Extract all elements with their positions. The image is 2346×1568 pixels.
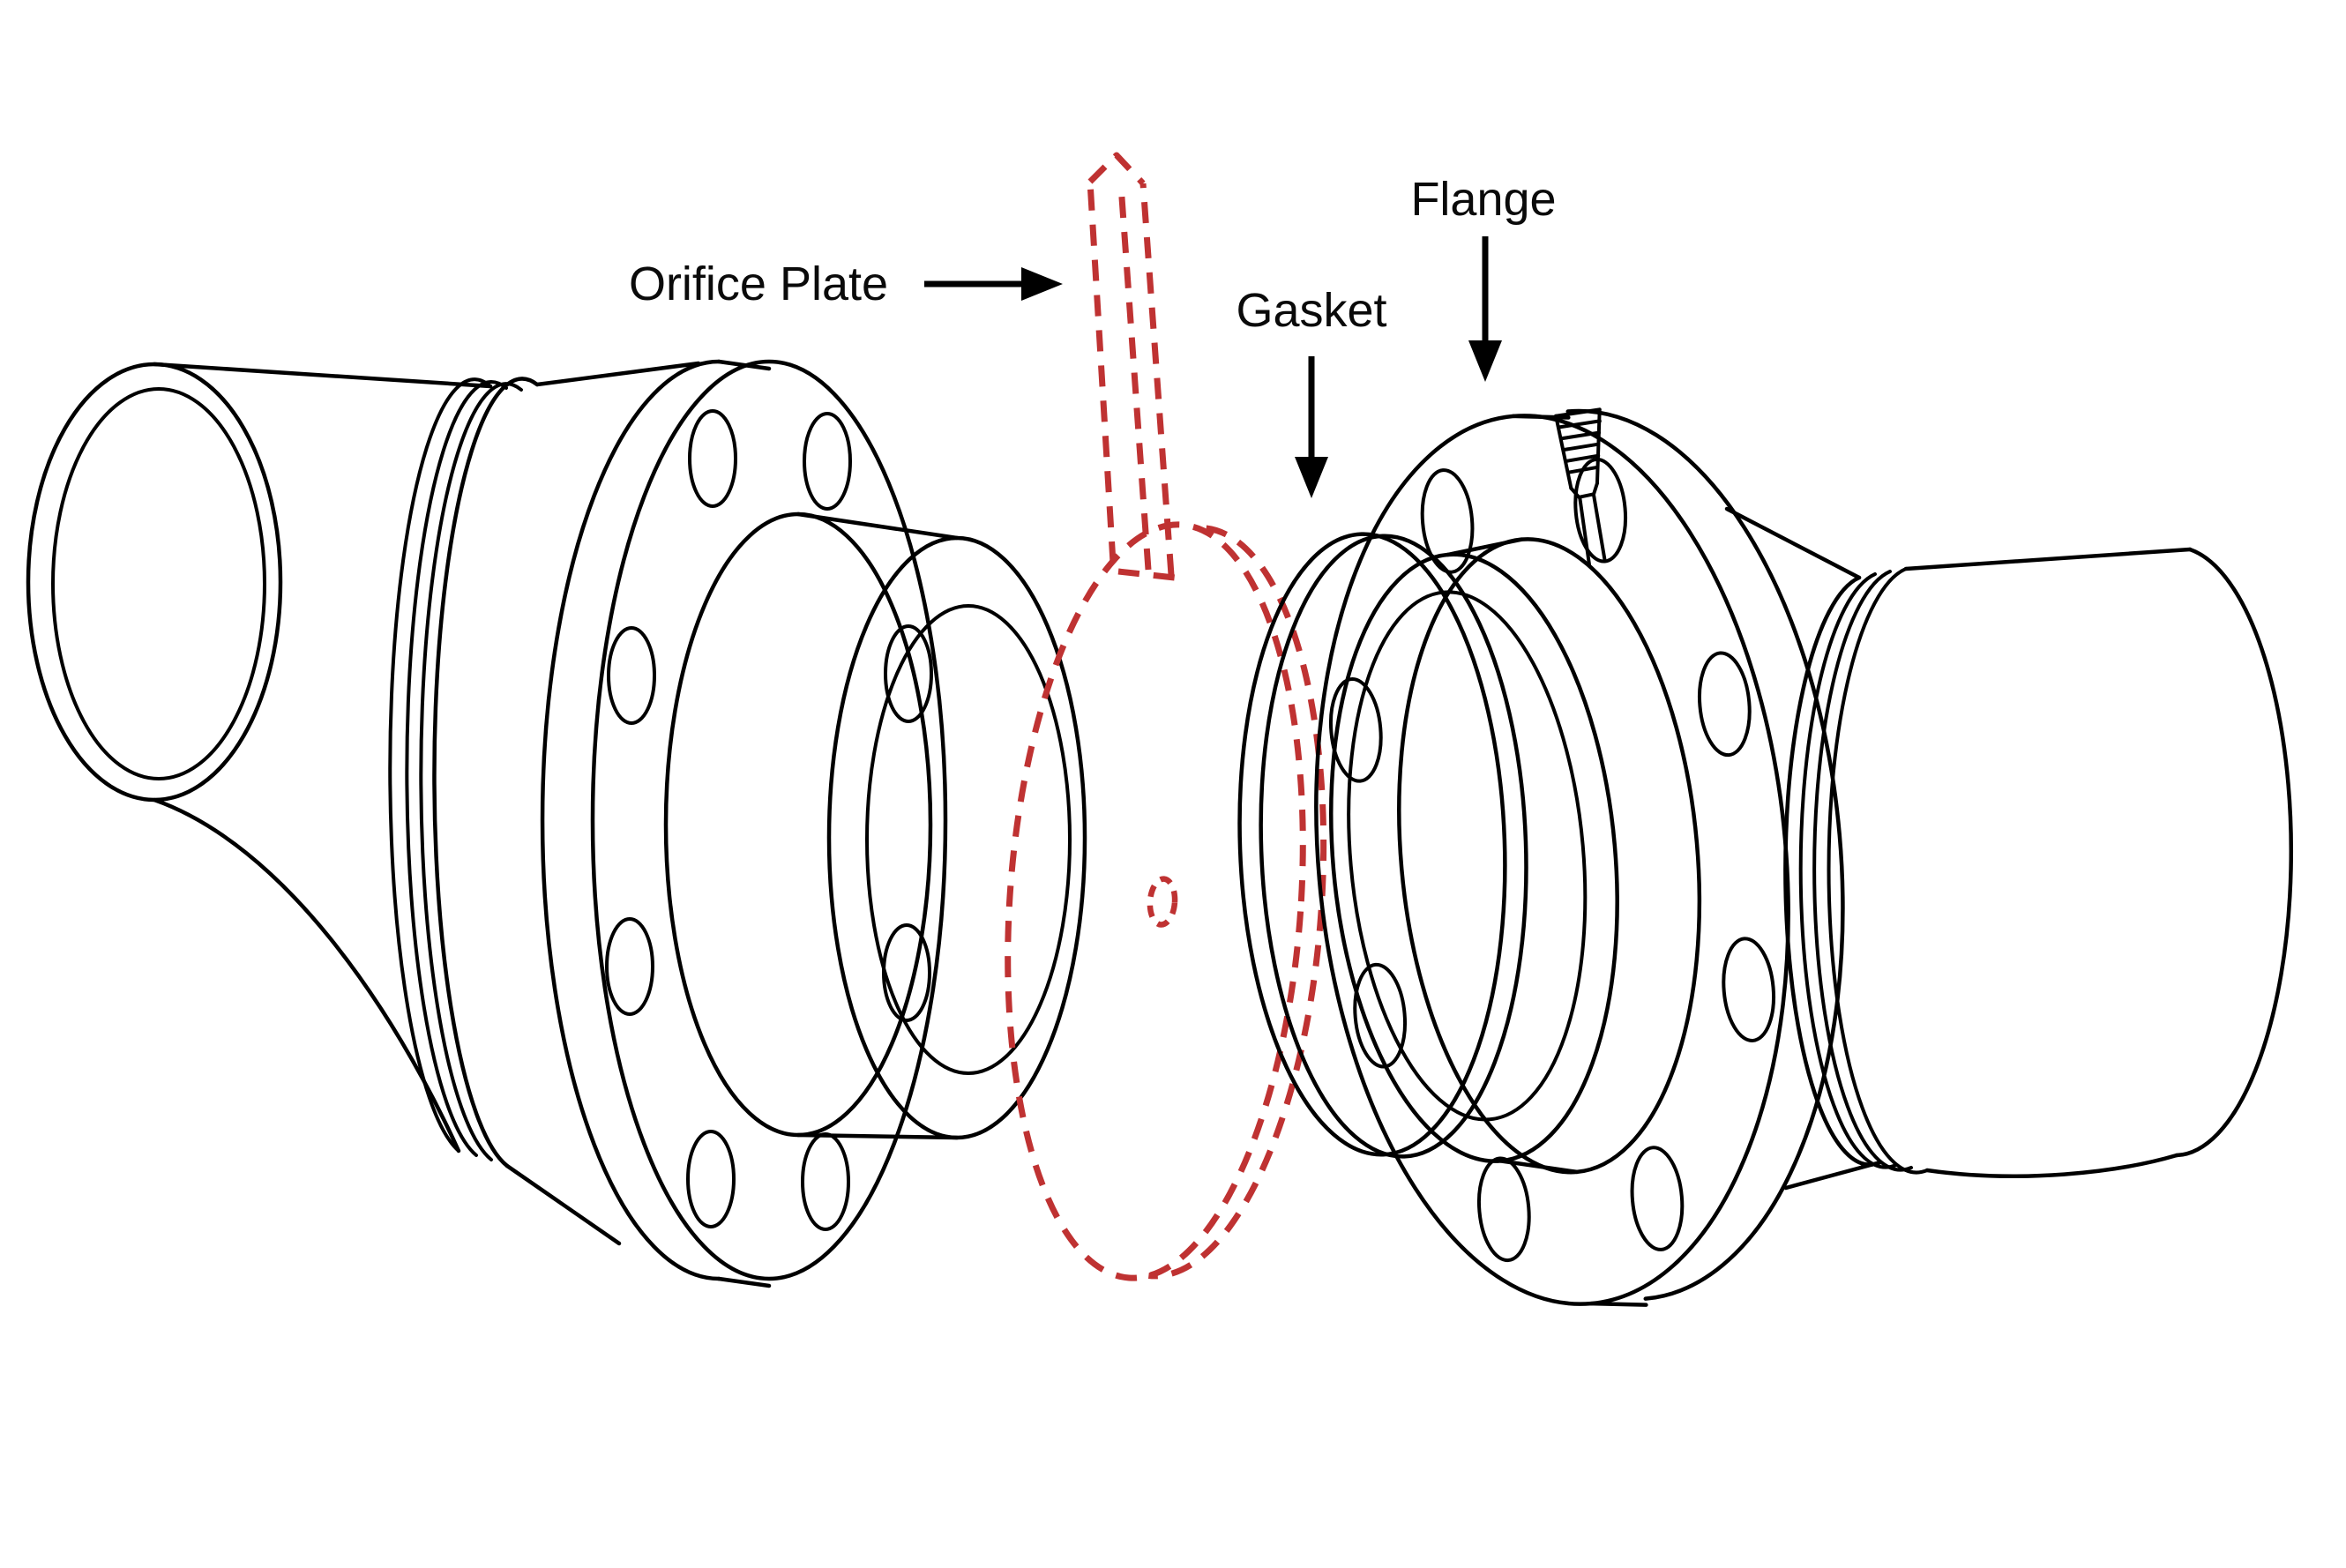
tap-neck [1569,481,1599,499]
downstream-pipe [1724,506,2294,1191]
handle-plate-seam [1117,568,1176,581]
annotations: Orifice Plate Gasket Flange [629,173,1557,498]
flange-right-top-chamfer [1511,414,1571,420]
gasket-back-edge [1259,534,1528,1159]
upstream-pipe [26,361,701,1246]
tap-thread [1565,465,1600,474]
bolt-hole [1420,468,1475,574]
flange-right-bottom-edge [1588,1301,1648,1307]
hub-cone-bottom [504,1163,622,1246]
raised-face-base [663,511,933,1138]
pipe-left-top-edge [152,362,493,389]
tap-stem-left [1578,497,1591,567]
orifice-plate-label: Orifice Plate [629,258,888,310]
orifice-plate-arrow [924,267,1063,301]
flange-right-back-rim [1565,408,1845,1301]
bolt-hole [801,1132,850,1231]
tap-thread [1561,442,1601,452]
pipe-right-bottom-edge [1924,1153,2179,1178]
bolt-hole [686,1130,736,1228]
collar-ring [1827,567,1929,1175]
tap-body-top [1554,407,1602,418]
tap-thread [1559,430,1601,441]
collar-ring [419,382,523,1161]
tap-thread [1557,419,1602,429]
collar-ring [1812,570,1913,1172]
hub-cone-bottom [1783,1160,1883,1191]
orifice-plate-face [1005,521,1306,1281]
collar-ring [1783,575,1883,1167]
orifice-plate-thickness-edge [1147,525,1327,1280]
arrow-right-icon [1021,267,1063,301]
collar-ring [388,377,492,1153]
handle-right-edge [1117,184,1152,571]
handle-left-edge [1087,181,1117,564]
flange-label: Flange [1410,173,1556,226]
flange-left-back-rim [540,359,721,1281]
gasket-arrow [1295,356,1328,498]
bolt-hole [605,917,654,1016]
bolt-hole [1328,677,1383,783]
hub-cone-top [534,361,701,387]
flange-arrow [1468,236,1502,382]
raised-face-top-edge [796,511,960,541]
hub-cone-top [1724,506,1862,580]
flange-left-front-face [590,359,948,1281]
orifice-plate [1005,152,1327,1281]
pipe-left-open-end [26,362,283,803]
pipe-left-bottom-edge [152,797,461,1154]
tap-thread [1564,453,1601,463]
pipe-bore-edge [865,604,1072,1075]
gasket-front-edge [1237,532,1507,1157]
bolt-hole [1722,937,1776,1042]
handle-top-cap [1087,152,1146,186]
collar-ring [1798,572,1898,1169]
flange-right-bolt-holes [1328,457,1776,1263]
pipe-right-top-edge [1903,547,2193,571]
bolt-hole [1697,651,1752,758]
upstream-flange [540,359,1087,1288]
bolt-hole [1476,1156,1531,1263]
flange-left-top-chamfer [716,359,772,371]
arrow-down-icon [1468,340,1502,382]
bolt-hole [1630,1146,1685,1251]
pipe-left-bore [51,387,266,780]
arrow-down-icon [1295,457,1328,498]
orifice-bore [1147,876,1178,928]
gasket [1237,532,1528,1159]
raised-face-front [1329,552,1619,1163]
bolt-hole [607,626,656,725]
bolt-hole [803,412,852,511]
pressure-tap-fitting [1554,407,1607,567]
collar-ring [432,377,540,1169]
bolt-hole [884,624,933,723]
pipe-bore-edge [1347,590,1588,1122]
raised-face-top-edge [1446,537,1524,557]
handle-right-thickness-edge [1139,183,1175,576]
flange-right-raised-face [1329,537,1702,1175]
flange-left-bolt-holes [605,409,933,1231]
orifice-plate-handle [1087,152,1176,581]
downstream-flange [1314,407,1845,1307]
pipe-right-open-end [2174,547,2294,1158]
raised-face-bottom-edge [1498,1159,1580,1175]
raised-face-bottom-edge [796,1132,960,1140]
flange-left-raised-face [663,511,1087,1140]
collar-ring [405,380,508,1157]
bolt-hole [688,409,737,508]
tap-stem-right [1592,494,1607,563]
flange-left-bottom-edge [716,1276,772,1288]
gasket-label: Gasket [1236,284,1386,337]
